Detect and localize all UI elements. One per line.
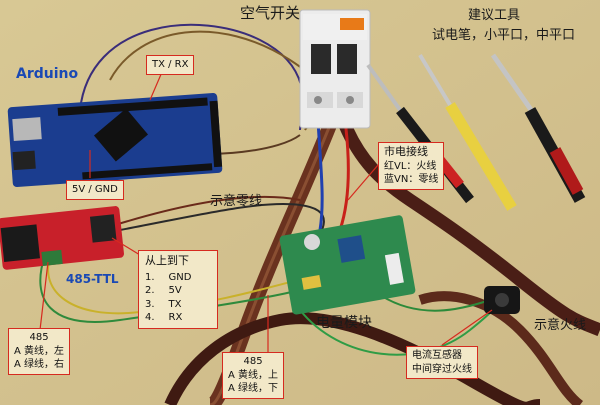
- rs485-bottom-a: A 黄线，上: [228, 369, 279, 381]
- pinout-text: 5V: [168, 285, 182, 297]
- cable-lower: [164, 312, 540, 405]
- leader-mains: [347, 164, 379, 201]
- rs485-left-b: A 绿线，右: [14, 359, 65, 370]
- current-transformer: [484, 286, 520, 314]
- callout-mains-neutral: 蓝VN：零线: [384, 174, 439, 186]
- callout-mains-title: 市电接线: [384, 145, 428, 158]
- ct-line-2: 中间穿过火线: [412, 363, 472, 375]
- callout-mains: 市电接线 红VL：火线 蓝VN：零线: [378, 142, 445, 190]
- tools-title: 建议工具: [468, 8, 521, 23]
- pinout-num: 1.: [145, 271, 155, 283]
- callout-pinout-title: 从上到下: [145, 254, 189, 267]
- neutral-label: 示意零线: [210, 194, 263, 209]
- energy-module: [279, 215, 416, 315]
- pinout-list: 1. GND 2. 5V 3. TX 4. RX: [145, 271, 211, 325]
- callout-rs485-bottom: 485 A 黄线，上 A 绿线，下: [222, 352, 285, 399]
- ttl-board: [0, 206, 124, 270]
- breaker: [299, 9, 371, 129]
- arduino-label: Arduino: [16, 66, 79, 82]
- rs485-left-a: A 黄线，左: [14, 345, 65, 357]
- mains-red-wire: [338, 119, 350, 231]
- tool-medium-screwdriver: [490, 53, 586, 203]
- ct-wires: [379, 294, 491, 312]
- pinout-item: 1. GND: [145, 271, 211, 285]
- rs485-wires: [39, 254, 301, 323]
- ct-line-1: 电流互感器: [412, 350, 462, 361]
- pinout-item: 4. RX: [145, 311, 211, 325]
- callout-tx-rx: TX / RX: [146, 55, 195, 75]
- pinout-item: 2. 5V: [145, 284, 211, 298]
- leader-pinout: [111, 237, 141, 256]
- rs485-bottom-b: A 绿线，下: [228, 383, 279, 394]
- live-label: 示意火线: [534, 318, 587, 333]
- tools-list: 试电笔，小平口，中平口: [432, 28, 576, 43]
- pinout-num: 2.: [145, 285, 155, 297]
- cable-lower-2: [418, 291, 584, 405]
- ttl-label: 485-TTL: [66, 272, 119, 286]
- callout-pinout: 从上到下 1. GND 2. 5V 3. TX 4. RX: [138, 250, 218, 329]
- pinout-item: 3. TX: [145, 298, 211, 312]
- neutral-cable-highlight: [209, 124, 332, 405]
- live-cable: [339, 122, 600, 337]
- ttl-wires-2: [114, 195, 301, 226]
- rs485-left-title: 485: [29, 332, 49, 343]
- breaker-label: 空气开关: [240, 4, 301, 22]
- leader-ct: [441, 309, 493, 346]
- callout-mains-live: 红VL：火线: [384, 160, 437, 172]
- pinout-num: 3.: [145, 298, 155, 310]
- arduino-board: [7, 93, 223, 187]
- callout-power-text: 5V / GND: [72, 184, 118, 195]
- pinout-text: RX: [168, 312, 183, 324]
- callout-rs485-left: 485 A 黄线，左 A 绿线，右: [8, 328, 71, 375]
- module-label: 电量模块: [316, 315, 372, 331]
- pinout-text: TX: [168, 298, 182, 310]
- mains-blue-wire: [316, 119, 324, 231]
- callout-ct: 电流互感器 中间穿过火线: [406, 346, 478, 379]
- pinout-text: GND: [168, 271, 192, 283]
- callout-power: 5V / GND: [66, 180, 124, 200]
- leader-rs485-left: [39, 261, 49, 331]
- tool-tester-pen: [418, 53, 517, 211]
- pinout-num: 4.: [145, 312, 155, 324]
- callout-tx-rx-text: TX / RX: [152, 59, 189, 70]
- leader-tx-rx: [149, 71, 163, 101]
- rs485-bottom-title: 485: [243, 356, 263, 367]
